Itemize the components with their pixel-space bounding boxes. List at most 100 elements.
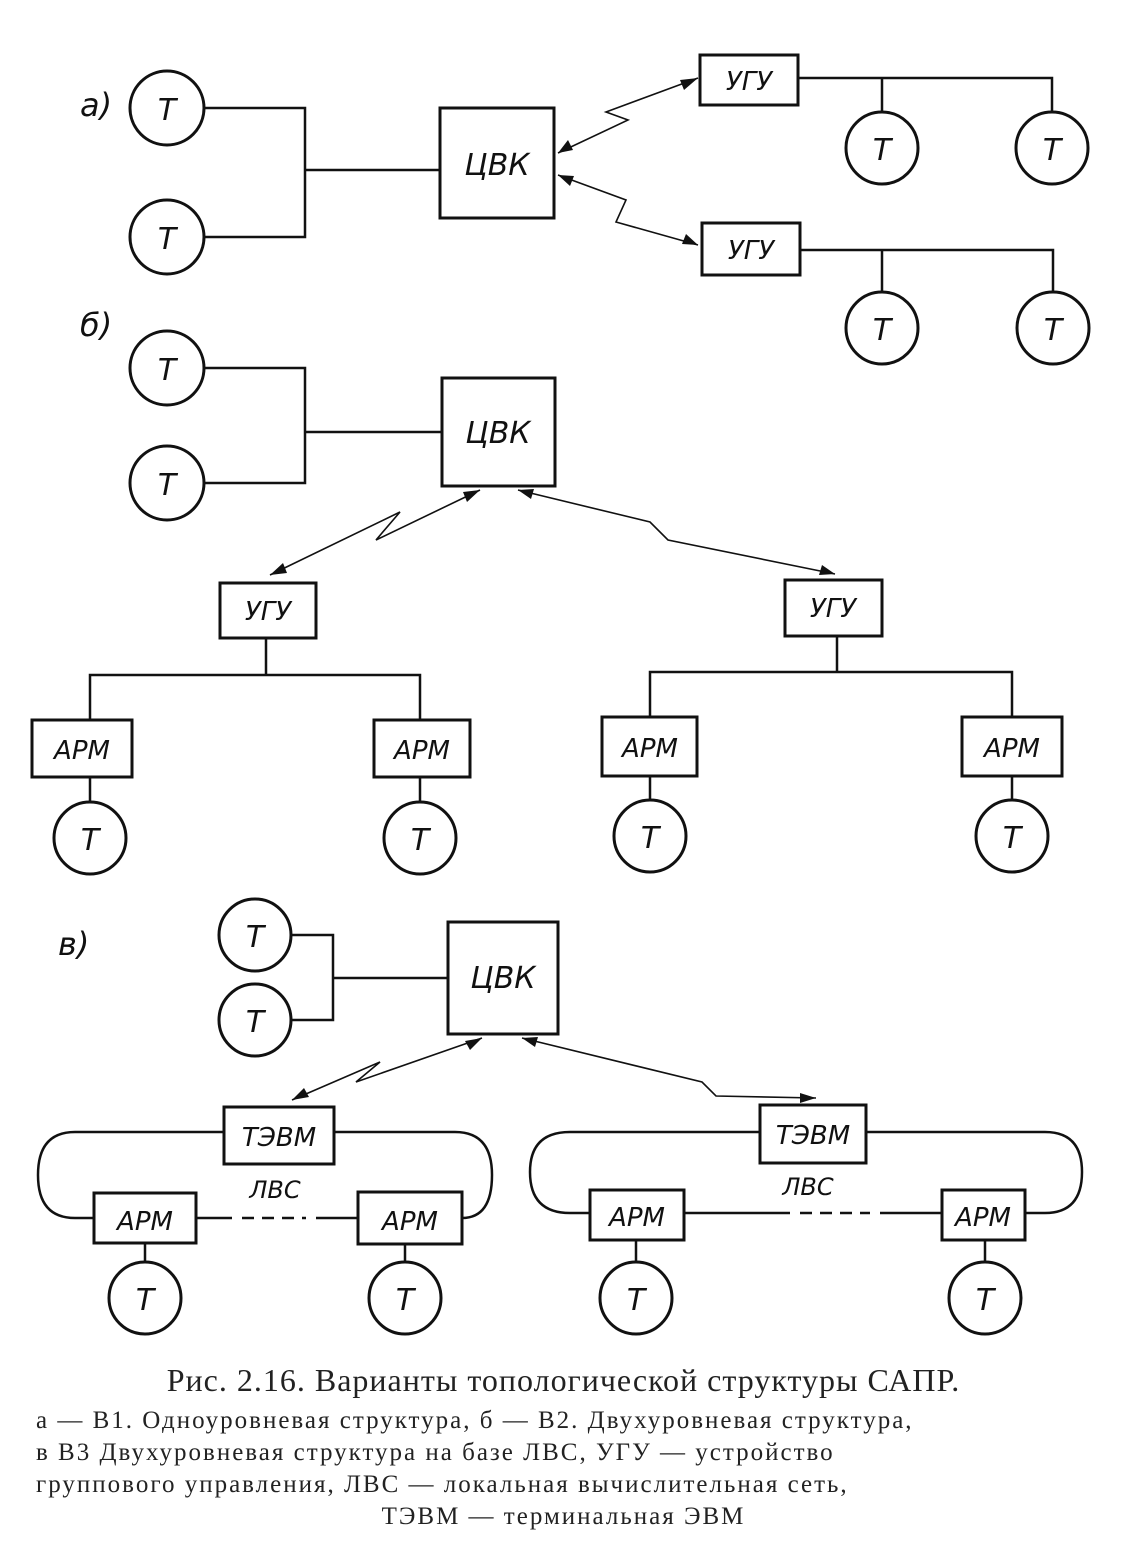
- group-bus: [798, 76, 1054, 112]
- terminal-label: Т: [136, 1283, 157, 1318]
- topology-diagram: а) Т Т ЦВК УГУ Т Т УГУ Т Т б): [30, 53, 1091, 1336]
- radio-link: [557, 77, 699, 154]
- central-label: ЦВК: [464, 148, 531, 183]
- caption-line: группового управления, ЛВС — локальная в…: [36, 1471, 849, 1498]
- panel-v-tag: в): [58, 925, 89, 963]
- group-bus: [800, 248, 1055, 292]
- panel-v: в) Т Т ЦВК ТЭВМ ЛВС АРМ АРМ Т Т ТЭВМ ЛВС: [36, 897, 1084, 1336]
- caption-body: а — В1. Одноуровневая структура, б — В2.…: [0, 1405, 1127, 1533]
- caption-line: ТЭВМ — терминальная ЭВМ: [381, 1503, 746, 1530]
- terminal-computer-label: ТЭВМ: [776, 1121, 850, 1151]
- radio-link: [521, 1037, 817, 1099]
- radio-link: [269, 489, 481, 576]
- terminal-node: [844, 290, 920, 366]
- terminal-computer-label: ТЭВМ: [242, 1123, 316, 1153]
- group-unit-label: УГУ: [726, 67, 774, 97]
- arrow-head: [292, 1088, 309, 1100]
- caption-line: в В3 Двухуровневая структура на базе ЛВС…: [36, 1439, 835, 1466]
- terminal-link: [634, 1240, 987, 1263]
- central-label: ЦВК: [465, 416, 532, 451]
- group-unit-label: УГУ: [728, 236, 776, 266]
- terminal-label: Т: [158, 468, 179, 503]
- terminal-label: Т: [627, 1283, 648, 1318]
- arrow-head: [819, 565, 835, 575]
- lan-ring: [36, 1130, 494, 1220]
- terminal-link: [143, 1243, 407, 1263]
- workstation-label: АРМ: [52, 736, 110, 766]
- arrow-head: [800, 1093, 816, 1103]
- terminal-node: [1015, 290, 1091, 366]
- terminal-node: [1014, 110, 1090, 186]
- terminal-computer-node: [222, 1105, 336, 1166]
- terminal-label: Т: [158, 353, 179, 388]
- terminal-node: [844, 110, 920, 186]
- workstation-label: АРМ: [620, 734, 678, 764]
- caption-title: Рис. 2.16. Варианты топологической струк…: [166, 1362, 961, 1398]
- terminal-bus: [291, 933, 448, 1022]
- workstation-node: [940, 1188, 1027, 1242]
- terminal-label: Т: [1043, 133, 1064, 168]
- terminal-label: Т: [396, 1283, 417, 1318]
- terminal-node: [367, 1260, 443, 1336]
- terminal-label: Т: [641, 821, 662, 856]
- terminal-label: Т: [246, 920, 267, 955]
- terminal-label: Т: [873, 133, 894, 168]
- radio-link: [291, 1037, 483, 1101]
- terminal-node: [52, 800, 128, 876]
- terminal-label: Т: [158, 93, 179, 128]
- central-label: ЦВК: [470, 961, 537, 996]
- terminal-node: [947, 1260, 1023, 1336]
- arrow-head: [558, 175, 574, 186]
- group-unit-node: [218, 581, 318, 640]
- arrow-head: [270, 563, 287, 575]
- terminal-label: Т: [1044, 313, 1065, 348]
- terminal-label: Т: [976, 1283, 997, 1318]
- radio-link: [517, 489, 836, 575]
- radio-link: [557, 174, 699, 246]
- terminal-node: [107, 1260, 183, 1336]
- arrow-head: [522, 1037, 538, 1047]
- workstation-node: [356, 1190, 464, 1246]
- terminal-bus: [204, 106, 440, 239]
- terminal-link: [648, 776, 1014, 800]
- caption-line: а — В1. Одноуровневая структура, б — В2.…: [36, 1407, 914, 1434]
- workstation-label: АРМ: [115, 1207, 173, 1237]
- terminal-label: Т: [158, 222, 179, 257]
- workstation-label: АРМ: [953, 1203, 1011, 1233]
- group-bus: [648, 636, 1014, 717]
- arrow-head: [558, 140, 573, 153]
- workstation-label: АРМ: [380, 1207, 438, 1237]
- arrow-head: [682, 234, 698, 245]
- terminal-label: Т: [81, 823, 102, 858]
- group-unit-label: УГУ: [810, 594, 858, 624]
- workstation-node: [30, 718, 134, 779]
- terminal-node: [974, 798, 1050, 874]
- workstation-node: [588, 1188, 686, 1242]
- panel-b-tag: б): [80, 306, 112, 344]
- terminal-label: Т: [1003, 821, 1024, 856]
- terminal-label: Т: [873, 313, 894, 348]
- central-node: [446, 920, 560, 1036]
- lan-label: ЛВС: [248, 1176, 301, 1204]
- figure-caption: Рис. 2.16. Варианты топологической струк…: [0, 1362, 1127, 1533]
- terminal-bus: [204, 366, 442, 485]
- central-node: [440, 376, 557, 488]
- workstation-label: АРМ: [982, 734, 1040, 764]
- workstation-label: АРМ: [607, 1203, 665, 1233]
- panel-a: а) Т Т ЦВК УГУ Т Т УГУ Т Т: [80, 53, 1091, 366]
- group-unit-node: [698, 53, 800, 107]
- terminal-node: [598, 1260, 674, 1336]
- group-unit-label: УГУ: [245, 597, 293, 627]
- arrow-head: [463, 490, 480, 502]
- panel-b: б) Т Т ЦВК УГУ АРМ АРМ Т Т УГУ АРМ: [30, 306, 1064, 876]
- lan-ring: [528, 1130, 1084, 1215]
- terminal-link: [88, 777, 422, 802]
- terminal-label: Т: [246, 1005, 267, 1040]
- workstation-node: [372, 718, 472, 779]
- workstation-label: АРМ: [392, 736, 450, 766]
- group-bus: [88, 638, 422, 720]
- group-unit-node: [700, 221, 802, 277]
- lan-label: ЛВС: [781, 1173, 834, 1201]
- arrow-head: [518, 489, 534, 499]
- terminal-node: [382, 800, 458, 876]
